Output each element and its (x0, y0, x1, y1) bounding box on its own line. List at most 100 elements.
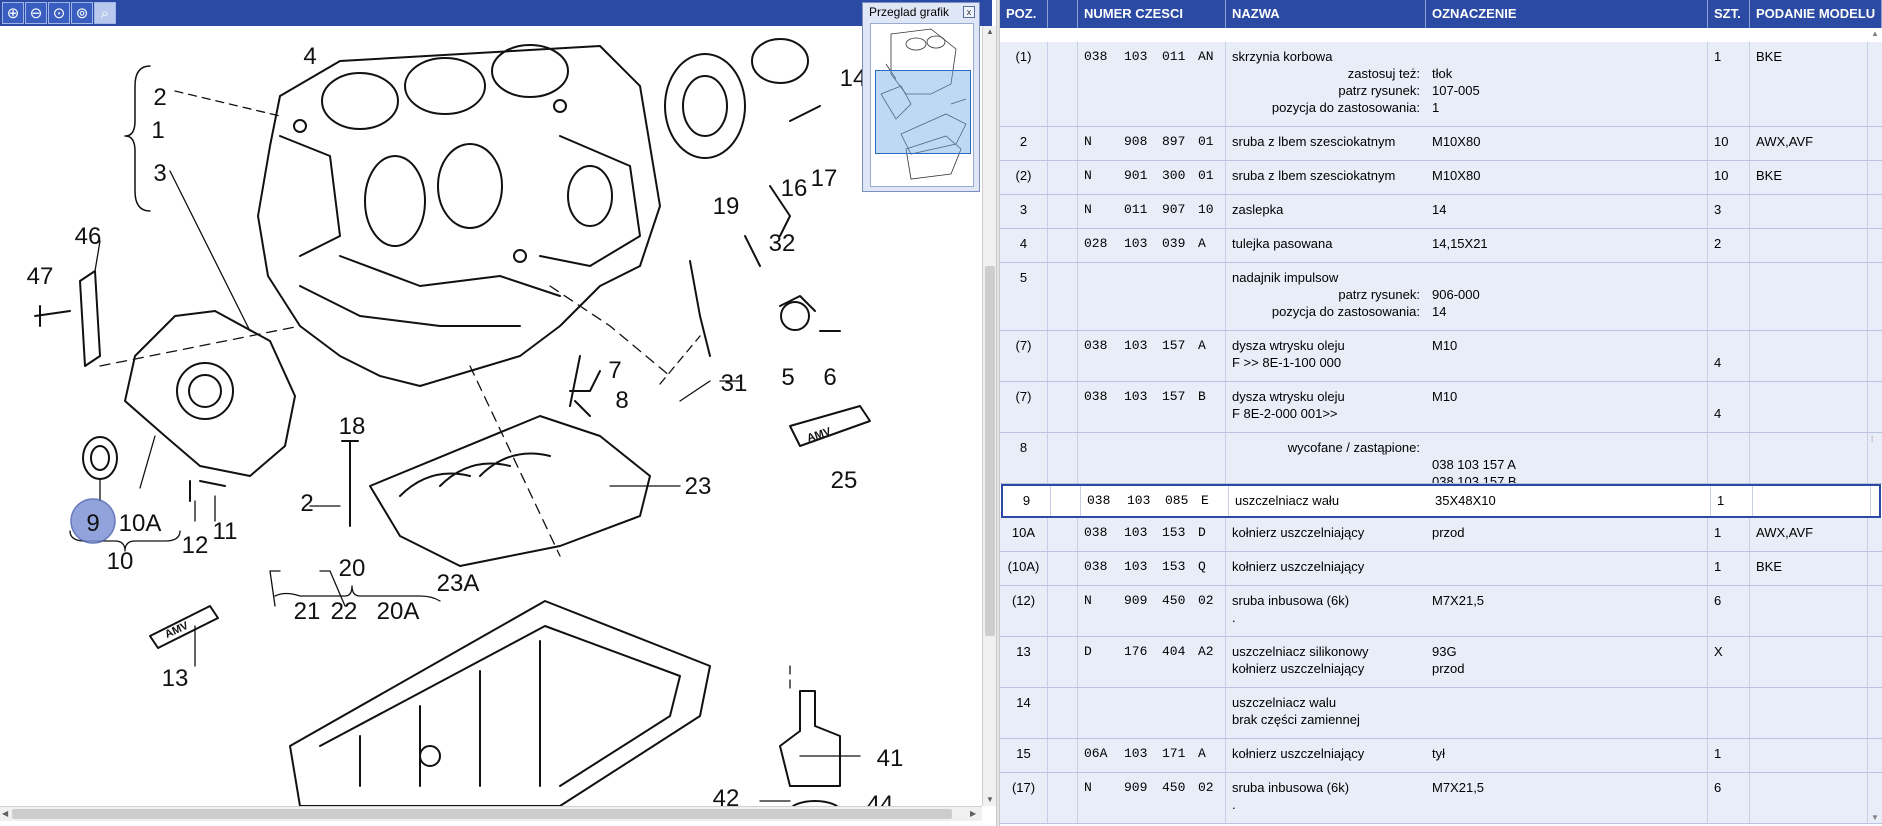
callout-label[interactable]: 18 (339, 413, 366, 440)
callout-label[interactable]: 14 (840, 65, 867, 92)
callout-label[interactable]: 20A (377, 598, 420, 625)
name-line: F >> 8E-1-100 000 (1232, 355, 1342, 370)
callout-label[interactable]: 9 (86, 510, 99, 537)
callout-label[interactable]: 5 (781, 364, 794, 391)
callout-label[interactable]: 16 (781, 175, 808, 202)
overview-viewport[interactable] (875, 70, 971, 154)
callout-label[interactable]: 22 (331, 598, 358, 625)
drawing-vertical-scrollbar[interactable]: ▲ ▼ (982, 26, 997, 806)
callout-label[interactable]: 21 (294, 598, 321, 625)
callout-label[interactable]: 31 (721, 370, 748, 397)
scroll-down-icon[interactable]: ▼ (986, 795, 994, 804)
drawing-vertical-scroll-thumb[interactable] (985, 266, 995, 636)
scroll-up-icon[interactable]: ▲ (1871, 29, 1879, 38)
callout-label[interactable]: 8 (615, 387, 628, 414)
part-number-segment: 450 (1162, 780, 1186, 795)
callout-label[interactable]: 23 (685, 473, 712, 500)
callout-label[interactable]: 6 (823, 364, 836, 391)
callout-label[interactable]: 17 (811, 165, 838, 192)
header-name[interactable]: NAZWA (1226, 0, 1426, 28)
header-poz[interactable]: POZ. (1000, 0, 1048, 28)
callout-label[interactable]: 3 (153, 160, 166, 187)
overview-thumbnail[interactable] (870, 23, 974, 187)
callout-label[interactable]: 1 (151, 117, 164, 144)
table-vertical-scrollbar[interactable]: ▲ ⁞ ▼ (1868, 28, 1882, 826)
callout-label[interactable]: 19 (713, 193, 740, 220)
name-line: uszczelniacz silikonowy (1232, 644, 1369, 659)
cell-name: sruba inbusowa (6k). (1226, 773, 1426, 823)
callout-label[interactable]: 7 (608, 357, 621, 384)
drawing-horizontal-scrollbar[interactable]: ◀ ▶ (0, 806, 982, 821)
zoom-actual-icon[interactable]: ⊚ (71, 2, 93, 24)
close-icon[interactable]: x (963, 6, 975, 18)
callout-label[interactable]: 13 (162, 665, 189, 692)
zoom-window-icon[interactable]: ⌕ (94, 2, 116, 24)
overview-panel[interactable]: Przeglad grafik x (862, 2, 980, 192)
header-qty[interactable]: SZT. (1708, 0, 1750, 28)
scroll-left-icon[interactable]: ◀ (2, 809, 9, 818)
part-number-segment: B (1198, 389, 1206, 404)
zoom-fit-icon[interactable]: ⊙ (48, 2, 70, 24)
callout-label[interactable]: 20 (339, 555, 366, 582)
zoom-in-icon[interactable]: ⊕ (2, 2, 24, 24)
callout-label[interactable]: 10A (119, 510, 162, 537)
callout-label[interactable]: 2 (153, 84, 166, 111)
scroll-grip-icon[interactable]: ⁞ (1871, 435, 1874, 444)
callout-label[interactable]: 10 (107, 548, 134, 575)
name-line: . (1232, 610, 1236, 625)
callout-label[interactable]: 44 (867, 791, 894, 806)
overview-title: Przeglad grafik (869, 5, 950, 19)
callout-label[interactable]: 2 (300, 490, 313, 517)
callout-label[interactable]: 4 (303, 43, 316, 70)
callout-label[interactable]: 41 (877, 745, 904, 772)
part-number-segment: 10 (1198, 202, 1214, 217)
drawing-horizontal-scroll-thumb[interactable] (12, 809, 952, 819)
callout-label[interactable]: 23A (437, 570, 480, 597)
cell-designation: tył (1426, 739, 1708, 772)
callout-label[interactable]: 47 (27, 263, 54, 290)
callout-label[interactable]: 11 (213, 518, 238, 545)
callout-label[interactable]: 42 (713, 785, 740, 806)
scroll-down-icon[interactable]: ▼ (1871, 813, 1879, 822)
header-flag[interactable] (1048, 0, 1078, 28)
callout-label[interactable]: 25 (831, 467, 858, 494)
header-part-number[interactable]: NUMER CZESCI (1078, 0, 1226, 28)
callout-label[interactable]: 12 (182, 532, 209, 559)
callout-label[interactable]: 32 (769, 230, 796, 257)
header-model[interactable]: PODANIE MODELU (1750, 0, 1882, 28)
header-designation[interactable]: OZNACZENIE (1426, 0, 1708, 28)
designation-line: 14 (1432, 202, 1447, 217)
zoom-out-icon[interactable]: ⊖ (25, 2, 47, 24)
reference-label: patrz rysunek: (1338, 287, 1420, 302)
scroll-up-icon[interactable]: ▲ (986, 27, 994, 36)
part-number-segment: 103 (1124, 389, 1148, 404)
callout-label[interactable]: 46 (75, 223, 102, 250)
scroll-right-icon[interactable]: ▶ (970, 809, 977, 818)
pane-splitter[interactable] (996, 0, 1000, 826)
